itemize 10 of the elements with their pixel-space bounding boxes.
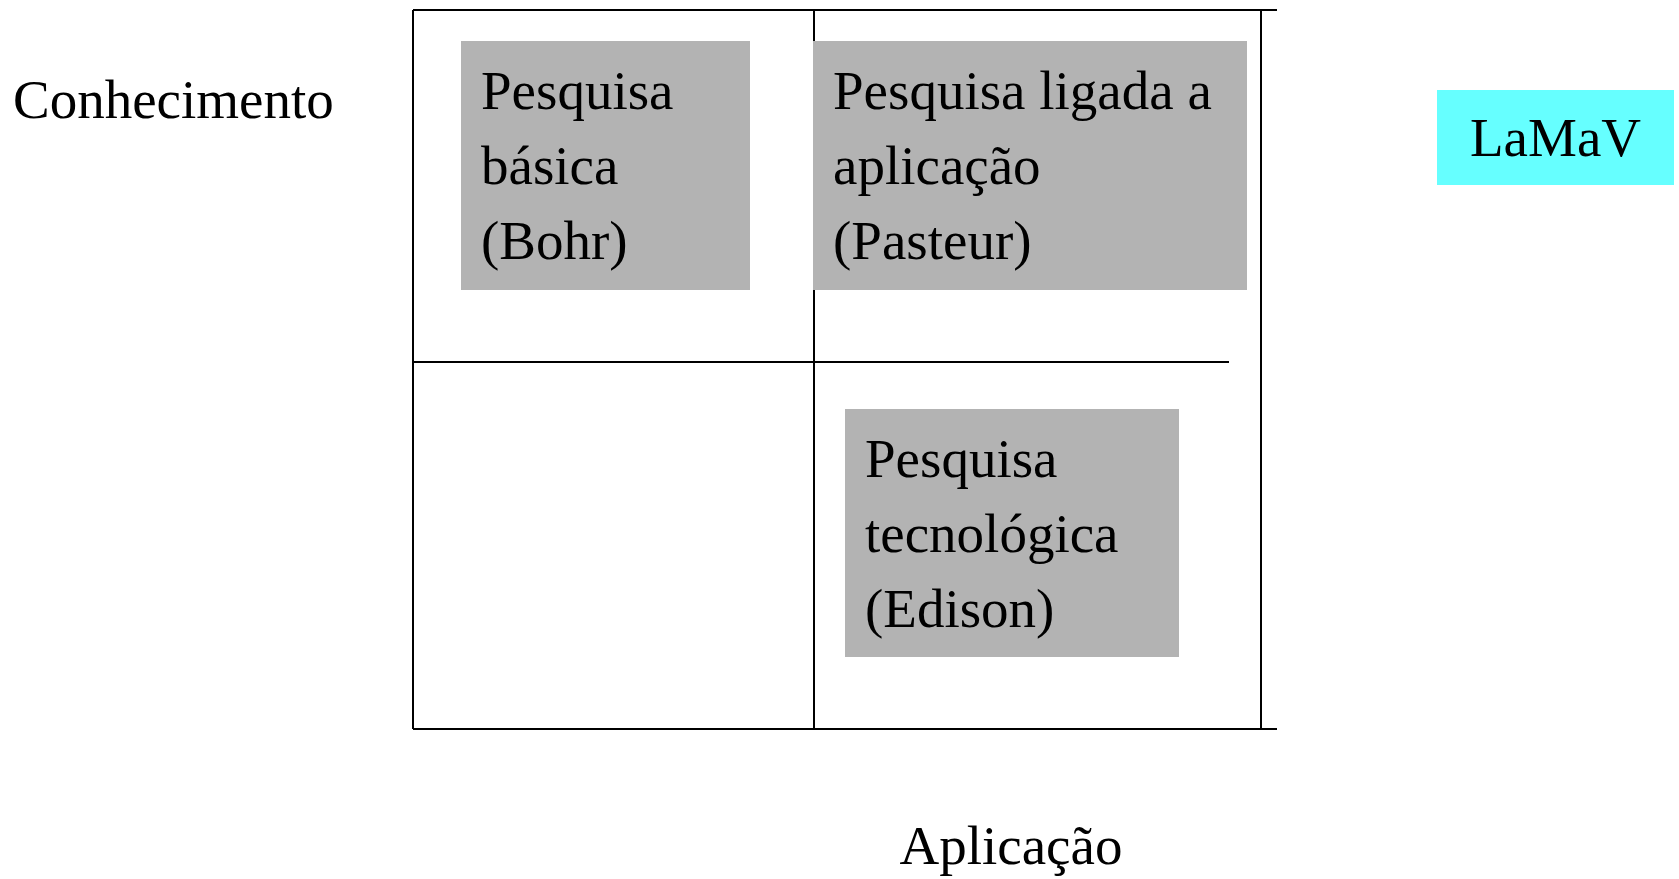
quadrant-box [845, 409, 1179, 657]
box-text: Pesquisa tecnológica (Edison) [865, 427, 1120, 641]
axis-label: Conhecimento [13, 68, 334, 132]
quadrant-box [813, 41, 1247, 290]
box-text: Pesquisa ligada a aplicação (Pasteur) [833, 59, 1213, 273]
box-text: Pesquisa básica (Bohr) [481, 59, 675, 273]
lab-tag [1437, 90, 1674, 185]
quadrant-box [461, 41, 750, 290]
axis-label: Aplicação [899, 814, 1123, 878]
box-text: LaMaV [1468, 106, 1642, 170]
